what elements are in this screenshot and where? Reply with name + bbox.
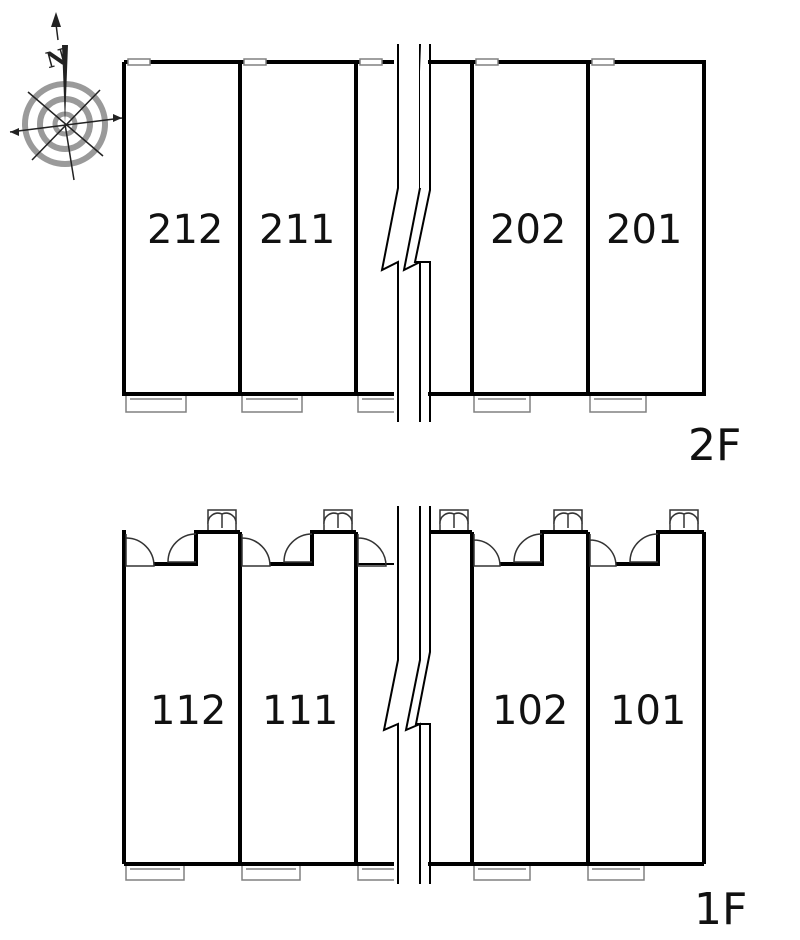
floor-1f: 112 111 102 101 1F (122, 506, 747, 935)
room-number: 111 (262, 688, 338, 734)
room-number: 101 (610, 688, 686, 734)
compass-rose-icon: N (9, 12, 123, 181)
room-number: 102 (492, 688, 568, 734)
room-number: 202 (490, 207, 566, 253)
room-number: 211 (259, 207, 335, 253)
room-number: 112 (150, 688, 226, 734)
room-number: 201 (606, 207, 682, 253)
floor-label-2f: 2F (688, 420, 741, 471)
room-number: 212 (147, 207, 223, 253)
floor-2f: 212 211 202 201 2F (122, 44, 741, 471)
floor-label-1f: 1F (694, 884, 747, 935)
